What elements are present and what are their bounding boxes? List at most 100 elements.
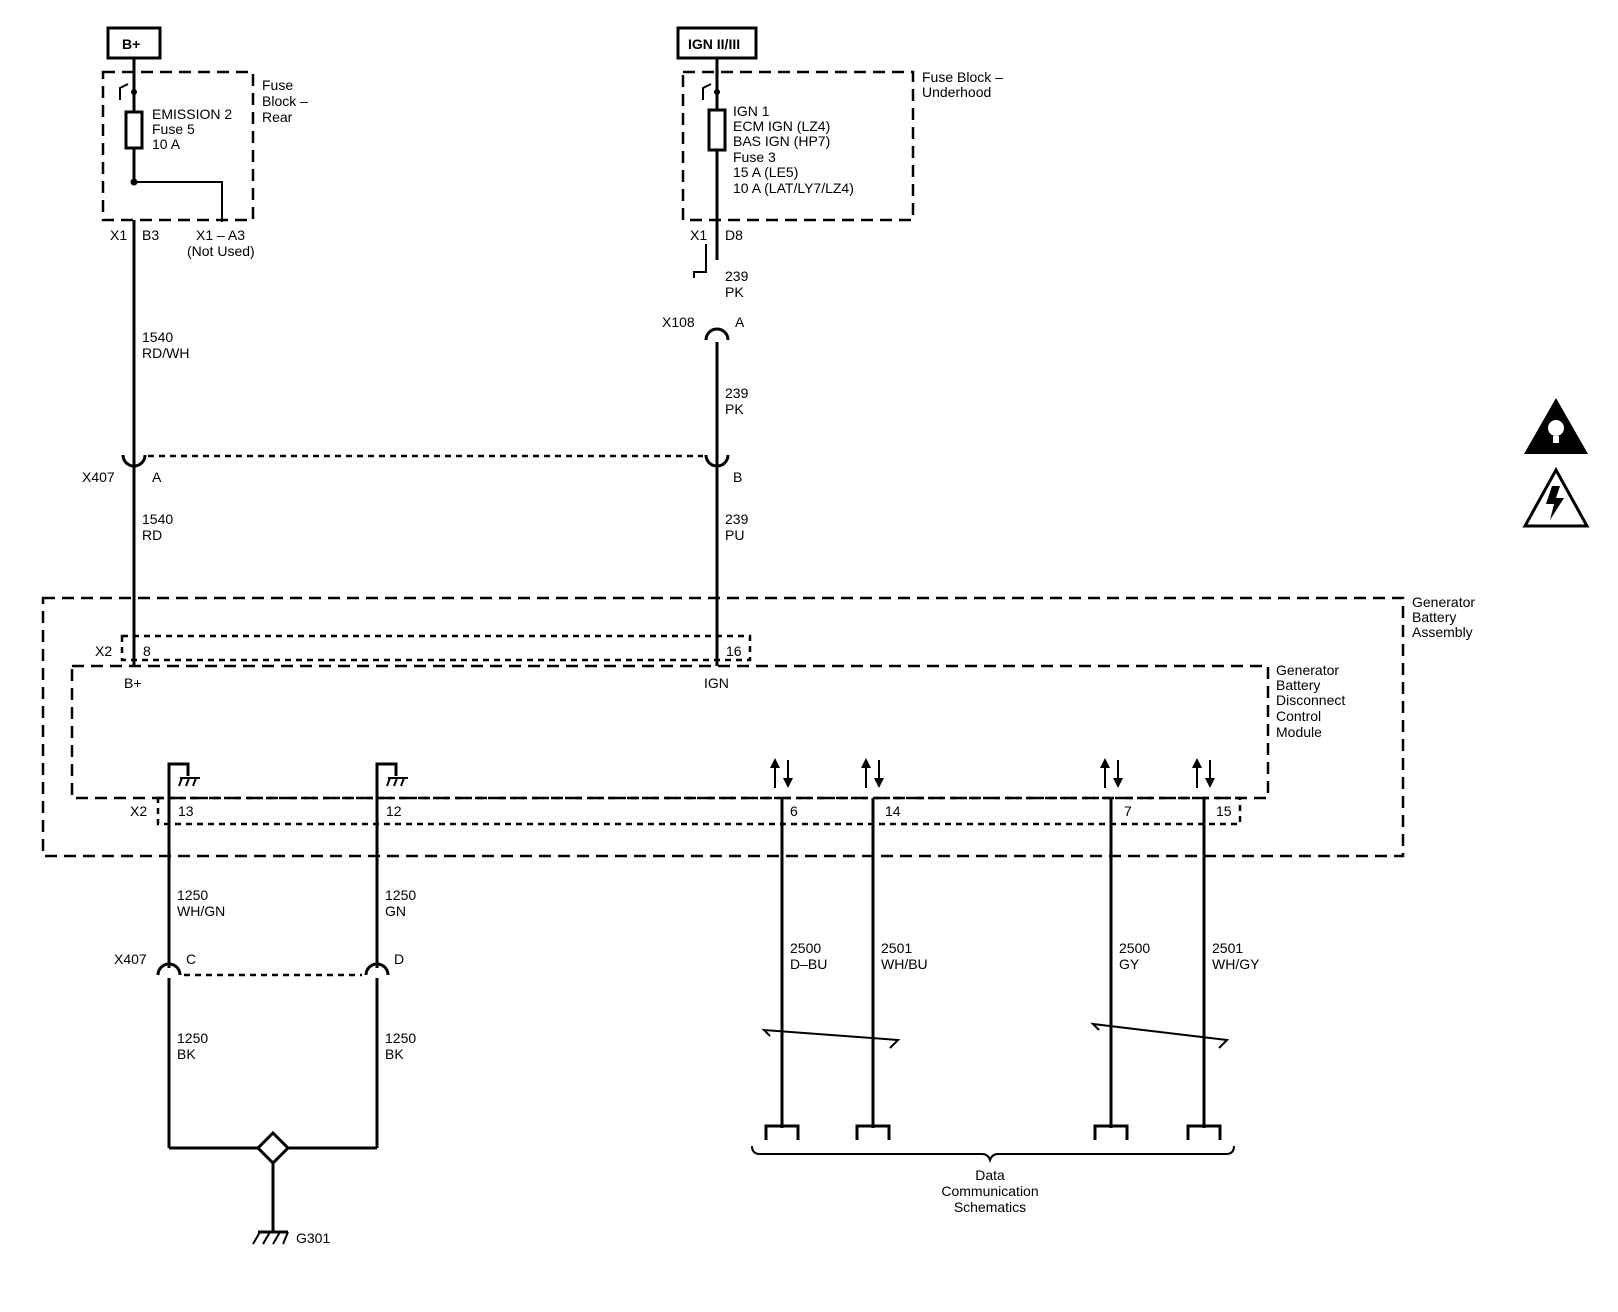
- svg-text:Fuse 5: Fuse 5: [152, 121, 195, 137]
- bidirectional-arrow-14-icon: [861, 758, 884, 788]
- svg-text:Schematics: Schematics: [954, 1199, 1026, 1215]
- ground-g301-icon: G301: [252, 1230, 330, 1246]
- svg-text:BAS IGN (HP7): BAS IGN (HP7): [733, 133, 830, 149]
- splice-diamond-icon: [169, 1130, 377, 1232]
- svg-text:D8: D8: [725, 227, 743, 243]
- svg-text:(Not Used): (Not Used): [187, 243, 255, 259]
- svg-text:Assembly: Assembly: [1412, 624, 1473, 640]
- svg-text:Module: Module: [1276, 724, 1322, 740]
- svg-text:Battery: Battery: [1276, 677, 1320, 693]
- svg-text:BK: BK: [177, 1046, 196, 1062]
- svg-text:1250: 1250: [177, 1030, 208, 1046]
- svg-text:G301: G301: [296, 1230, 330, 1246]
- data-communication-brace: [751, 1145, 1235, 1164]
- svg-text:Control: Control: [1276, 708, 1321, 724]
- connector-x2-top: X2 8 16: [95, 634, 752, 662]
- svg-text:PK: PK: [725, 284, 744, 300]
- connector-x2-bottom: X2 13 12 6 14 7 15: [130, 796, 1242, 826]
- twisted-pair-1-icon: [761, 1028, 901, 1049]
- svg-text:Underhood: Underhood: [922, 84, 991, 100]
- svg-text:Battery: Battery: [1412, 609, 1456, 625]
- svg-text:BK: BK: [385, 1046, 404, 1062]
- svg-text:Block –: Block –: [262, 93, 308, 109]
- svg-text:15: 15: [1216, 803, 1232, 819]
- svg-text:1250: 1250: [177, 887, 208, 903]
- bidirectional-arrow-15-icon: [1192, 758, 1215, 788]
- svg-text:B+: B+: [124, 675, 142, 691]
- svg-text:B+: B+: [122, 36, 140, 52]
- svg-text:239: 239: [725, 268, 749, 284]
- svg-text:X407: X407: [82, 469, 115, 485]
- fuse-block-rear: Fuse Block – Rear: [101, 70, 308, 222]
- svg-text:ECM IGN (LZ4): ECM IGN (LZ4): [733, 118, 830, 134]
- fuse-rear-element: EMISSION 2 Fuse 5 10 A: [119, 72, 232, 222]
- fuse-block-underhood: Fuse Block – Underhood: [681, 69, 1003, 222]
- svg-text:1250: 1250: [385, 887, 416, 903]
- svg-text:IGN: IGN: [704, 675, 729, 691]
- svg-text:Rear: Rear: [262, 109, 293, 125]
- svg-text:X407: X407: [114, 951, 147, 967]
- svg-text:1250: 1250: [385, 1030, 416, 1046]
- svg-text:Generator: Generator: [1412, 594, 1475, 610]
- svg-text:1540: 1540: [142, 329, 173, 345]
- bidirectional-arrow-6-icon: [770, 758, 793, 788]
- svg-text:10 A (LAT/LY7/LZ4): 10 A (LAT/LY7/LZ4): [733, 180, 854, 196]
- svg-text:Disconnect: Disconnect: [1276, 692, 1345, 708]
- connector-x407-bottom: X407 C D: [114, 951, 404, 992]
- svg-text:C: C: [186, 951, 196, 967]
- svg-text:WH/BU: WH/BU: [881, 956, 928, 972]
- svg-text:Communication: Communication: [941, 1183, 1038, 1199]
- svg-text:2501: 2501: [1212, 940, 1243, 956]
- svg-text:GY: GY: [1119, 956, 1140, 972]
- svg-text:X2: X2: [95, 643, 112, 659]
- svg-text:B3: B3: [142, 227, 159, 243]
- svg-text:X1 – A3: X1 – A3: [196, 227, 245, 243]
- svg-text:Data: Data: [975, 1167, 1005, 1183]
- svg-text:6: 6: [790, 803, 798, 819]
- connector-x407-top: X407 A B: [82, 448, 742, 485]
- battery-source-box: B+: [106, 26, 162, 60]
- svg-text:PU: PU: [725, 527, 744, 543]
- svg-text:A: A: [152, 469, 162, 485]
- svg-text:D: D: [394, 951, 404, 967]
- svg-text:B: B: [733, 469, 742, 485]
- svg-text:14: 14: [885, 803, 901, 819]
- svg-text:1540: 1540: [142, 511, 173, 527]
- svg-text:7: 7: [1124, 803, 1132, 819]
- info-warning-icon[interactable]: [1524, 398, 1588, 454]
- svg-text:RD/WH: RD/WH: [142, 345, 189, 361]
- svg-text:A: A: [735, 314, 745, 330]
- module-ground-13-icon: [167, 762, 200, 812]
- esd-warning-icon[interactable]: [1522, 466, 1590, 528]
- svg-text:8: 8: [143, 643, 151, 659]
- svg-text:Fuse Block –: Fuse Block –: [922, 69, 1003, 85]
- svg-text:X1: X1: [110, 227, 127, 243]
- svg-text:X2: X2: [130, 803, 147, 819]
- svg-text:239: 239: [725, 385, 749, 401]
- svg-text:X1: X1: [690, 227, 707, 243]
- svg-text:RD: RD: [142, 527, 162, 543]
- svg-text:16: 16: [726, 643, 742, 659]
- svg-text:WH/GN: WH/GN: [177, 903, 225, 919]
- svg-text:IGN 1: IGN 1: [733, 103, 770, 119]
- svg-text:D–BU: D–BU: [790, 956, 827, 972]
- connector-x108: X108 A: [662, 314, 745, 356]
- bidirectional-arrow-7-icon: [1100, 758, 1123, 788]
- generator-battery-disconnect-control-module: Generator Battery Disconnect Control Mod…: [70, 662, 1345, 800]
- svg-text:Fuse 3: Fuse 3: [733, 149, 776, 165]
- ignition-source-box: IGN II/III: [676, 26, 758, 60]
- svg-text:GN: GN: [385, 903, 406, 919]
- svg-text:EMISSION 2: EMISSION 2: [152, 106, 232, 122]
- svg-text:PK: PK: [725, 401, 744, 417]
- svg-text:2500: 2500: [1119, 940, 1150, 956]
- svg-text:2501: 2501: [881, 940, 912, 956]
- svg-text:Fuse: Fuse: [262, 77, 293, 93]
- data-terminals: [764, 1124, 1222, 1140]
- svg-text:IGN II/III: IGN II/III: [688, 36, 740, 52]
- svg-text:2500: 2500: [790, 940, 821, 956]
- svg-text:13: 13: [178, 803, 194, 819]
- svg-text:239: 239: [725, 511, 749, 527]
- generator-battery-assembly: Generator Battery Assembly: [41, 594, 1475, 858]
- svg-text:Generator: Generator: [1276, 662, 1339, 678]
